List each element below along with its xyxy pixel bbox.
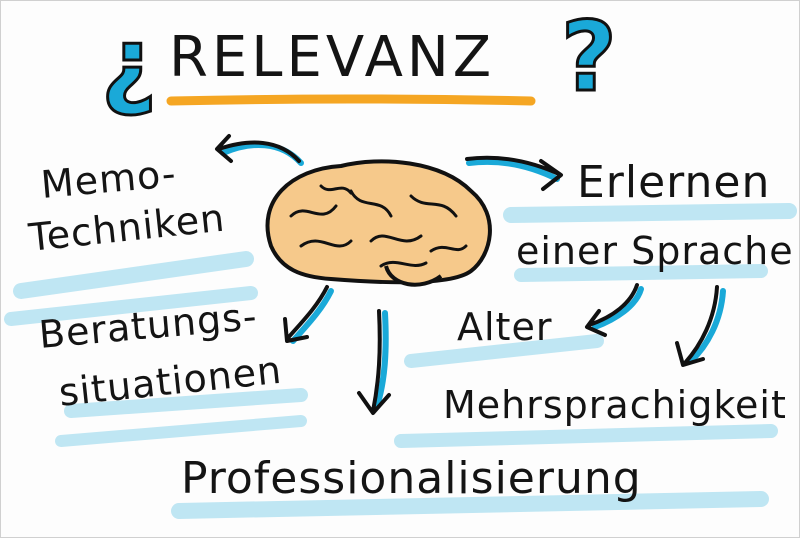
highlight-sprache xyxy=(514,264,768,282)
arrow-prof-shadow xyxy=(374,310,389,409)
arrow-beratung-shadow xyxy=(290,288,334,344)
open-question-mark: ¿ xyxy=(100,6,159,121)
arrow-erlernen-shadow xyxy=(466,158,560,182)
arrow-alter xyxy=(585,283,639,337)
highlight-alter xyxy=(404,334,604,368)
highlight-mehr xyxy=(394,424,778,448)
node-alter: Alter xyxy=(457,305,553,349)
arrow-alter-shadow xyxy=(592,286,644,330)
highlight-erlernen xyxy=(503,203,797,223)
arrows xyxy=(215,134,726,415)
brain-icon xyxy=(265,159,492,287)
arrow-memo xyxy=(215,134,301,163)
highlight-memo xyxy=(13,251,254,299)
close-question-mark: ? xyxy=(560,1,619,115)
node-sprache: einer Sprache xyxy=(516,229,794,273)
highlight-prof xyxy=(171,491,769,519)
highlight-memo-2 xyxy=(4,286,258,326)
page-title: RELEVANZ xyxy=(169,25,496,90)
arrow-erlernen xyxy=(465,155,563,191)
arrow-prof xyxy=(357,309,391,415)
arrow-mehr-shadow xyxy=(688,288,726,364)
highlight-beratung-2 xyxy=(55,415,307,447)
title-underline xyxy=(166,94,536,106)
arrow-beratung xyxy=(283,285,329,343)
node-mehrsprachigkeit: Mehrsprachigkeit xyxy=(443,383,787,427)
highlight-strokes xyxy=(4,203,797,519)
highlight-beratung xyxy=(64,388,308,418)
node-professionalisierung: Professionalisierung xyxy=(181,453,642,504)
node-erlernen: Erlernen xyxy=(577,157,771,208)
arrow-mehr xyxy=(675,285,719,367)
